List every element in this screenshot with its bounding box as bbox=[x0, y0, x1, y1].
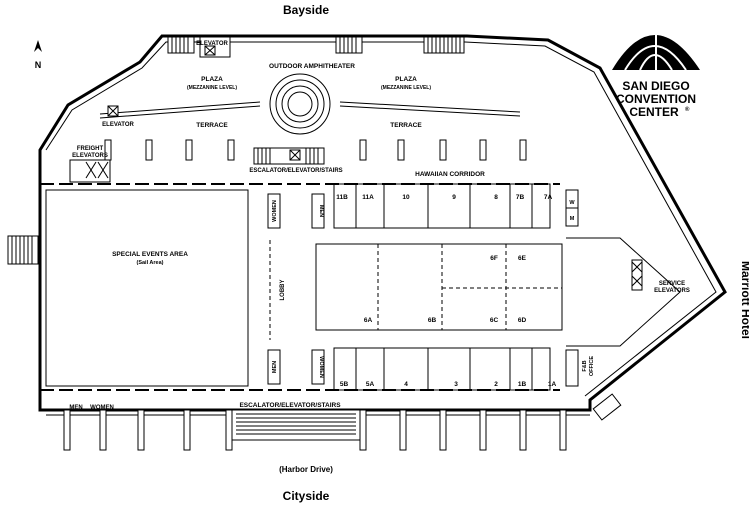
room-label: 1B bbox=[518, 381, 527, 388]
special-events-area bbox=[45, 189, 249, 387]
room-label: 3 bbox=[454, 381, 458, 388]
left-stairs bbox=[7, 235, 39, 265]
elevator-top-label: ELEVATOR bbox=[196, 41, 228, 47]
women-top-box bbox=[267, 193, 281, 229]
escalator-bottom-block bbox=[231, 409, 361, 441]
plaza-left-sub: (MEZZANINE LEVEL) bbox=[187, 85, 237, 91]
women-bottom-label: WOMEN bbox=[318, 356, 324, 378]
rooms-bottom-row bbox=[333, 347, 551, 391]
amphitheater bbox=[99, 73, 521, 135]
service-area bbox=[566, 237, 681, 347]
escalator-top-label: ESCALATOR/ELEVATOR/STAIRS bbox=[249, 168, 342, 174]
north-arrow-icon bbox=[34, 40, 42, 52]
room-label: 10 bbox=[402, 194, 410, 201]
marriott-label: Marriott Hotel bbox=[739, 261, 749, 339]
room-label: 6E bbox=[518, 255, 527, 262]
room-label: 5A bbox=[366, 381, 375, 388]
fb-label-2: OFFICE bbox=[589, 356, 595, 376]
men-bottom-box bbox=[267, 349, 281, 385]
terrace-columns bbox=[104, 139, 527, 161]
room-label: 5B bbox=[340, 381, 349, 388]
north-label: N bbox=[35, 60, 42, 70]
fb-label-1: F&B bbox=[582, 360, 588, 371]
men-top-box bbox=[311, 193, 325, 229]
room-label: 11A bbox=[362, 194, 374, 201]
logo-mark: ® bbox=[685, 106, 690, 113]
bayside-label: Bayside bbox=[283, 3, 329, 17]
top-stairs bbox=[167, 36, 465, 58]
plaza-left-label: PLAZA bbox=[201, 76, 223, 83]
lobby-label: LOBBY bbox=[280, 280, 286, 301]
men-top-label: MEN bbox=[318, 205, 324, 217]
rooms-top-row bbox=[333, 183, 551, 229]
room-label: 9 bbox=[452, 194, 456, 201]
harbor-drive-label: (Harbor Drive) bbox=[279, 465, 333, 474]
elevator-left-label: ELEVATOR bbox=[102, 122, 134, 128]
freight-label-2: ELEVATORS bbox=[72, 153, 108, 159]
terrace-left-label: TERRACE bbox=[196, 122, 228, 129]
room-label: 7A bbox=[544, 194, 553, 201]
special-events-label-1: SPECIAL EVENTS AREA bbox=[112, 251, 188, 258]
freight-label-1: FREIGHT bbox=[77, 146, 104, 152]
logo-line2: CONVENTION bbox=[616, 92, 696, 106]
men-lower-label: MEN bbox=[69, 405, 82, 411]
escalator-bottom-label: ESCALATOR/ELEVATOR/STAIRS bbox=[239, 402, 341, 409]
service-label-2: ELEVATORS bbox=[654, 288, 690, 294]
restroom-w-label: W bbox=[569, 200, 575, 206]
special-events-label-2: (Sail Area) bbox=[136, 260, 163, 266]
women-lower-label: WOMEN bbox=[90, 405, 114, 411]
room-label: 1A bbox=[548, 381, 557, 388]
fb-office-box bbox=[565, 349, 579, 387]
amphitheater-label: OUTDOOR AMPHITHEATER bbox=[269, 63, 355, 70]
women-top-label: WOMEN bbox=[272, 200, 278, 222]
logo-line1: SAN DIEGO bbox=[622, 79, 689, 93]
plaza-right-label: PLAZA bbox=[395, 76, 417, 83]
men-bottom-label: MEN bbox=[272, 361, 278, 373]
room-label: 6F bbox=[490, 255, 498, 262]
cityside-label: Cityside bbox=[283, 489, 330, 503]
convention-center-logo-icon bbox=[612, 30, 700, 71]
room-label: 6C bbox=[490, 317, 499, 324]
room-label: 6B bbox=[428, 317, 437, 324]
room-label: 11B bbox=[336, 194, 348, 201]
service-elevator-box bbox=[631, 259, 643, 291]
room-label: 6A bbox=[364, 317, 373, 324]
service-label-1: SERVICE bbox=[659, 281, 685, 287]
women-bottom-box bbox=[311, 349, 325, 385]
room-label: 6D bbox=[518, 317, 527, 324]
bottom-columns bbox=[63, 409, 567, 451]
room-label: 2 bbox=[494, 381, 498, 388]
room-label: 4 bbox=[404, 381, 408, 388]
logo-line3: CENTER bbox=[629, 105, 679, 119]
terrace-right-label: TERRACE bbox=[390, 122, 422, 129]
room-label: 8 bbox=[494, 194, 498, 201]
plaza-right-sub: (MEZZANINE LEVEL) bbox=[381, 85, 431, 91]
hall-6 bbox=[315, 243, 563, 331]
restroom-m-label: M bbox=[570, 216, 575, 222]
room-label: 7B bbox=[516, 194, 525, 201]
hawaiian-corridor-label: HAWAIIAN CORRIDOR bbox=[415, 171, 485, 178]
